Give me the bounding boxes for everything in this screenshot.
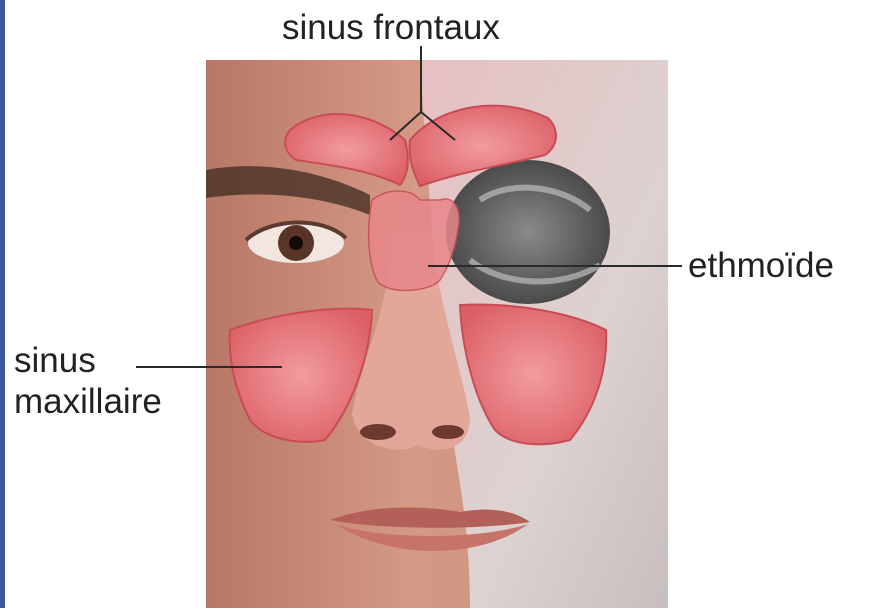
left-pupil	[289, 236, 303, 250]
label-sinus-maxillaire: sinus maxillaire	[14, 340, 162, 423]
label-ethmoide: ethmoïde	[688, 248, 834, 283]
nostril-right	[432, 425, 464, 439]
label-sinus-frontaux: sinus frontaux	[282, 10, 500, 45]
label-maxillary-line2: maxillaire	[14, 381, 162, 422]
nostril-left	[360, 424, 396, 440]
label-maxillary-line1: sinus	[14, 340, 162, 381]
